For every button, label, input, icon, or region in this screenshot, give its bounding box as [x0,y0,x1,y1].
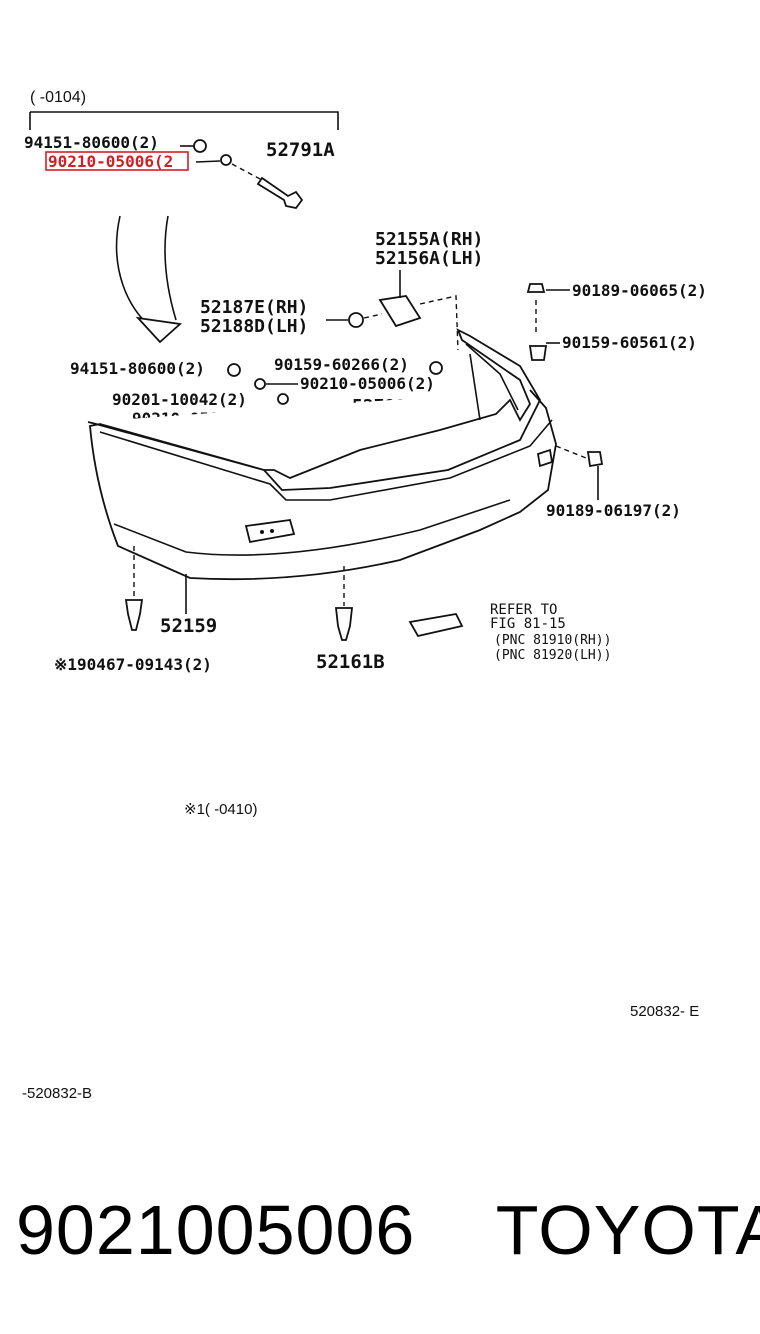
fastener-icon [334,607,354,641]
label-90189-06065[interactable]: 90189-06065(2) [572,281,707,300]
leader-line [195,160,221,163]
label-90159-60561[interactable]: 90159-60561(2) [562,333,697,352]
reflector-hole [260,530,264,534]
label-90201[interactable]: 90201-10042(2) [112,390,247,409]
label-52187E[interactable]: 52187E(RH) [200,297,308,318]
bolt-icon [256,176,304,209]
screw-icon [526,283,546,293]
washer-icon [220,154,232,166]
label-90210-highlight[interactable]: 90210-05006(2 [48,152,173,171]
dash-line [363,295,459,351]
bumper-cover [87,328,557,581]
note-range: ※1( -0410) [184,801,257,818]
arrow-head [135,316,183,344]
dash-line [231,163,263,181]
refer-pnc-lh: (PNC 81920(LH)) [494,648,611,663]
bumper-edge [99,419,553,501]
footer: 9021005006 TOYOTA [16,1190,760,1280]
screw-icon [429,361,443,375]
reflector-hole [270,529,274,533]
label-90159-60266[interactable]: 90159-60266(2) [274,355,409,374]
label-52159[interactable]: 52159 [160,615,217,637]
clip-icon [586,451,604,468]
label-52188D[interactable]: 52188D(LH) [200,316,308,337]
refer-pnc-rh: (PNC 81910(RH)) [494,633,611,648]
retainer-icon [378,295,422,328]
label-94151-mid[interactable]: 94151-80600(2) [70,359,205,378]
nut-icon [193,139,207,153]
label-52791A-top[interactable]: 52791A [266,139,335,161]
refer-line1: REFER TO [490,602,557,618]
label-90467[interactable]: ※190467-09143(2) [54,655,212,674]
direction-arrow [115,215,177,327]
bumper-lower-edge [113,499,511,556]
brand-name: TOYOTA [495,1191,760,1269]
fastener-icon [124,599,144,631]
screw-icon [528,345,548,361]
refer-line2: FIG 81-15 [490,616,566,632]
range-header: ( -0104) [30,89,86,106]
nut-icon [227,363,241,377]
label-52161B[interactable]: 52161B [316,651,385,673]
reflector-icon [408,612,464,638]
label-52155A[interactable]: 52155A(RH) [375,229,483,250]
washer-icon [254,378,266,390]
diagram-code-b: -520832-B [22,1085,92,1102]
highlight-box [45,151,189,171]
side-marker [536,448,554,468]
label-90189-06197[interactable]: 90189-06197(2) [546,501,681,520]
label-52156A[interactable]: 52156A(LH) [375,248,483,269]
dash-line [555,445,587,459]
clip-icon [348,312,364,328]
washer-icon [277,393,289,405]
label-90210-mid[interactable]: 90210-05006(2) [300,374,435,393]
bumper-inner [465,343,519,421]
label-94151-top[interactable]: 94151-80600(2) [24,133,159,152]
part-number: 9021005006 [16,1191,416,1269]
header-bracket [29,111,339,130]
diagram-code-e: 520832- E [630,1003,699,1020]
